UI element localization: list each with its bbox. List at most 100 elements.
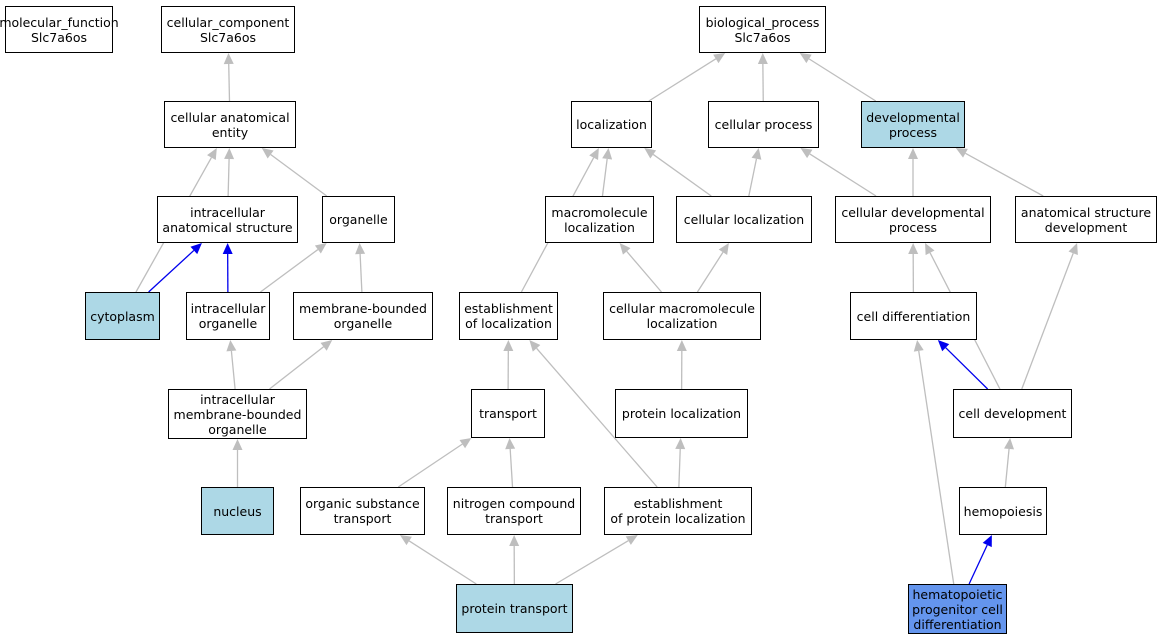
node-cellular-macromolecule-localization[interactable]: cellular macromolecule localization (603, 292, 761, 340)
node-label: cellular localization (683, 212, 805, 227)
edge-macromolecule-localization-to-localization (601, 158, 608, 197)
node-label: hematopoietic progenitor cell differenti… (912, 586, 1003, 632)
node-localization[interactable]: localization (571, 101, 652, 148)
edge-arrowhead (800, 148, 813, 159)
node-cytoplasm[interactable]: cytoplasm (85, 292, 160, 340)
node-biological-process[interactable]: biological_process Slc7a6os (699, 6, 826, 53)
edge-arrowhead (505, 438, 516, 450)
edge-developmental-process-to-biological-process (808, 58, 877, 102)
node-label: molecular_function Slc7a6os (0, 14, 119, 45)
edge-arrowhead (676, 340, 687, 352)
node-establishment-of-localization[interactable]: establishment of localization (459, 292, 558, 340)
edge-arrowhead (399, 535, 412, 546)
edge-arrowhead (925, 243, 935, 256)
node-nitrogen-compound-transport[interactable]: nitrogen compound transport (447, 487, 581, 535)
edge-arrowhead (937, 340, 950, 352)
edge-arrowhead (589, 148, 599, 161)
edge-organic-substance-transport-to-transport (397, 443, 463, 488)
node-label: localization (576, 117, 647, 132)
edge-arrowhead (713, 53, 726, 64)
node-label: establishment of protein localization (610, 496, 746, 526)
node-label: cellular_component Slc7a6os (166, 14, 290, 45)
edge-arrowhead (757, 53, 768, 65)
edge-cytoplasm-to-intracellular-anatomical-structure (148, 249, 195, 293)
node-cellular-localization[interactable]: cellular localization (676, 196, 812, 243)
node-developmental-process[interactable]: developmental process (861, 101, 965, 148)
node-organic-substance-transport[interactable]: organic substance transport (300, 487, 425, 535)
edge-cellular-macromolecule-localization-to-macromolecule-localization (626, 250, 662, 293)
edge-localization-to-biological-process (648, 58, 717, 102)
edge-intracellular-anatomical-structure-to-cellular-anatomical-entity (227, 158, 230, 197)
node-anatomical-structure-development[interactable]: anatomical structure development (1015, 196, 1157, 243)
node-label: protein transport (461, 601, 568, 616)
edge-cell-development-to-cell-differentiation (945, 347, 989, 390)
edge-nitrogen-compound-transport-to-transport (509, 448, 514, 488)
node-label: intracellular anatomical structure (162, 204, 293, 235)
node-label: nucleus (213, 503, 262, 519)
edge-arrowhead (955, 148, 968, 158)
edge-anatomical-structure-development-to-developmental-process (965, 152, 1044, 197)
edge-arrowhead (207, 148, 217, 161)
node-cellular-component[interactable]: cellular_component Slc7a6os (161, 6, 295, 53)
edge-membrane-bounded-organelle-to-organelle (359, 253, 363, 293)
edge-cellular-developmental-process-to-cellular-process (809, 153, 877, 197)
node-cellular-anatomical-entity[interactable]: cellular anatomical entity (164, 101, 296, 148)
node-label: protein localization (621, 406, 742, 421)
edge-arrowhead (799, 53, 812, 64)
node-establishment-of-protein-localization[interactable]: establishment of protein localization (604, 487, 752, 535)
node-macromolecule-localization[interactable]: macromolecule localization (545, 196, 654, 243)
edge-arrowhead (320, 340, 333, 351)
edge-intracellular-membrane-bounded-organelle-to-membrane-bounded-organelle (269, 346, 324, 390)
node-label: cytoplasm (90, 308, 155, 324)
node-label: cellular macromolecule localization (609, 301, 755, 331)
edge-organelle-to-cellular-anatomical-entity (270, 154, 328, 197)
edge-arrowhead (355, 243, 366, 255)
edge-arrowhead (675, 438, 686, 450)
edge-arrowhead (503, 340, 514, 352)
node-transport[interactable]: transport (471, 389, 545, 438)
node-intracellular-organelle[interactable]: intracellular organelle (186, 292, 270, 340)
edge-arrowhead (459, 438, 472, 449)
node-intracellular-anatomical-structure[interactable]: intracellular anatomical structure (157, 196, 298, 243)
edge-arrowhead (232, 439, 243, 450)
node-hemopoiesis[interactable]: hemopoiesis (959, 487, 1047, 535)
node-organelle[interactable]: organelle (322, 196, 395, 243)
edge-protein-transport-to-establishment-of-protein-localization (555, 540, 629, 585)
node-label: cell development (958, 406, 1067, 421)
edge-cellular-macromolecule-localization-to-cellular-localization (696, 251, 724, 293)
node-membrane-bounded-organelle[interactable]: membrane-bounded organelle (293, 292, 433, 340)
edge-arrowhead (314, 243, 327, 254)
edge-arrowhead (1068, 243, 1078, 256)
edge-hematopoietic-progenitor-cell-differentiation-to-cell-differentiation (918, 350, 955, 585)
node-intracellular-membrane-bounded-organelle[interactable]: intracellular membrane-bounded organelle (168, 389, 307, 439)
edge-protein-transport-to-organic-substance-transport (408, 540, 477, 585)
edge-arrowhead (223, 53, 234, 65)
node-label: transport (479, 406, 537, 421)
node-label: anatomical structure development (1020, 204, 1152, 235)
node-label: cellular developmental process (841, 204, 985, 235)
node-label: cellular process (714, 117, 813, 132)
edge-establishment-of-protein-localization-to-establishment-of-localization (536, 347, 658, 488)
edge-arrowhead (509, 535, 520, 547)
node-hematopoietic-progenitor-cell-differentiation[interactable]: hematopoietic progenitor cell differenti… (908, 584, 1007, 634)
node-nucleus[interactable]: nucleus (201, 487, 274, 535)
node-protein-transport[interactable]: protein transport (456, 584, 573, 633)
node-protein-localization[interactable]: protein localization (615, 389, 748, 438)
edge-arrowhead (982, 535, 992, 548)
node-cell-differentiation[interactable]: cell differentiation (850, 292, 977, 340)
edge-intracellular-organelle-to-organelle (260, 249, 319, 293)
edge-arrowhead (718, 243, 729, 255)
node-label: organic substance transport (305, 496, 420, 526)
node-cell-development[interactable]: cell development (953, 389, 1072, 438)
node-label: nitrogen compound transport (452, 496, 576, 526)
node-label: organelle (329, 212, 388, 227)
edge-arrowhead (226, 340, 237, 352)
node-cellular-process[interactable]: cellular process (708, 101, 819, 148)
edge-arrowhead (908, 148, 918, 159)
node-cellular-developmental-process[interactable]: cellular developmental process (835, 196, 991, 243)
node-molecular-function[interactable]: molecular_function Slc7a6os (0, 6, 119, 53)
edge-arrowhead (625, 535, 638, 545)
edge-arrowhead (913, 340, 924, 352)
edge-arrowhead (224, 148, 235, 160)
